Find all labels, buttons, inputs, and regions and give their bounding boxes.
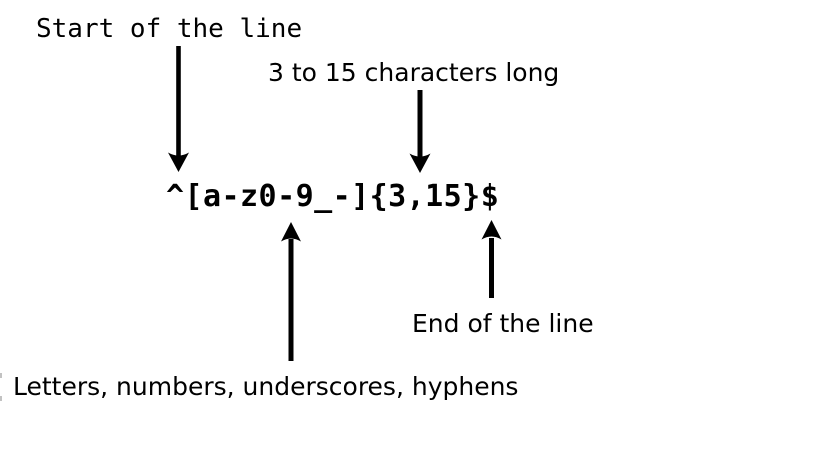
left-edge-artifact: [0, 373, 2, 378]
end-of-line-arrow-icon: [481, 220, 502, 298]
length-arrow-icon: [409, 90, 431, 173]
start-of-line-arrow-icon: [168, 46, 189, 172]
regex-pattern: ^[a-z0-9_-]{3,15}$: [166, 179, 500, 214]
charset-arrow-icon: [281, 222, 301, 361]
end-of-line-label: End of the line: [412, 309, 594, 338]
length-label: 3 to 15 characters long: [268, 58, 560, 87]
start-of-line-label: Start of the line: [36, 14, 303, 44]
charset-label: Letters, numbers, underscores, hyphens: [13, 372, 519, 401]
left-edge-artifact: [0, 396, 2, 401]
